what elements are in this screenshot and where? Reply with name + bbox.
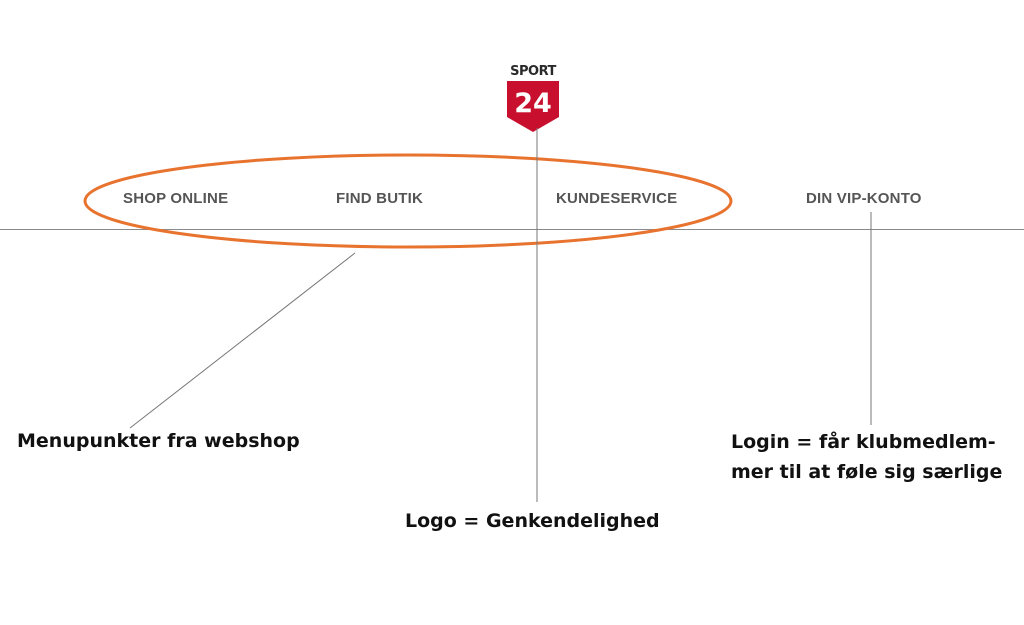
nav-kundeservice[interactable]: KUNDESERVICE — [556, 190, 678, 207]
menu-highlight-ellipse — [83, 153, 733, 249]
nav-find-butik[interactable]: FIND BUTIK — [336, 190, 423, 207]
annotation-login: Login = får klubmedlem- mer til at føle … — [731, 427, 1002, 487]
logo-number: 24 — [514, 88, 552, 119]
sport24-logo[interactable]: 24 SPORT — [504, 65, 562, 133]
annotation-logo: Logo = Genkendelighed — [405, 510, 660, 532]
annotation-menu: Menupunkter fra webshop — [17, 430, 300, 452]
nav-vip-konto[interactable]: DIN VIP-KONTO — [806, 190, 922, 207]
logo-brand-text: SPORT — [510, 64, 556, 79]
logo-graphic: 24 — [507, 81, 559, 132]
header-divider — [0, 229, 1024, 230]
annotation-login-line-2: mer til at føle sig særlige — [731, 461, 1003, 483]
logo-shield — [507, 81, 559, 132]
annotation-login-line-1: Login = får klubmedlem- — [731, 431, 996, 453]
nav-shop-online[interactable]: SHOP ONLINE — [123, 190, 229, 207]
menu-leader-line — [129, 252, 356, 429]
